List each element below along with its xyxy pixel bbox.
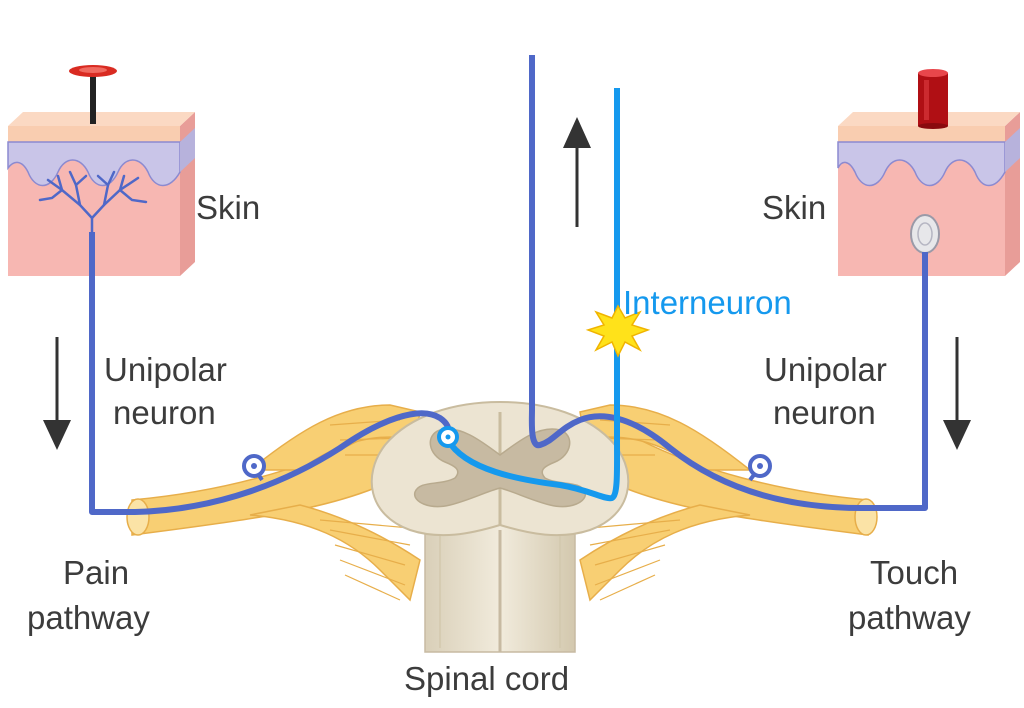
unipolar-left-label-line2: neuron — [113, 394, 216, 431]
arrow-down-left-icon — [43, 337, 71, 450]
interneuron — [445, 88, 621, 502]
arrow-down-right-icon — [943, 337, 971, 450]
arrow-up-icon — [563, 117, 591, 227]
touch-neuron-cell-body-icon — [748, 454, 772, 478]
interneuron-cell-body-icon — [437, 426, 459, 448]
unipolar-right-label-line2: neuron — [773, 394, 876, 431]
touch-receptor-icon — [910, 214, 940, 254]
free-nerve-ending-icon — [38, 170, 148, 234]
skin-right-label: Skin — [762, 189, 826, 226]
spinal-cord — [370, 400, 630, 653]
left-skin-block — [7, 112, 195, 276]
unipolar-left-label-line1: Unipolar — [104, 351, 227, 388]
touch-pathway-label-line1: Touch — [870, 554, 958, 591]
pin-icon — [69, 65, 117, 124]
right-skin-block — [837, 112, 1020, 276]
spark-icon — [585, 304, 651, 358]
spinal-cord-label: Spinal cord — [404, 660, 569, 697]
touch-pathway-label-line2: pathway — [848, 599, 971, 636]
pain-pathway-label-line2: pathway — [27, 599, 150, 636]
pain-pathway-label-line1: Pain — [63, 554, 129, 591]
interneuron-label: Interneuron — [623, 284, 792, 321]
pain-neuron-cell-body-icon — [242, 454, 266, 478]
pressure-cylinder-icon — [918, 69, 948, 129]
unipolar-right-label-line1: Unipolar — [764, 351, 887, 388]
skin-left-label: Skin — [196, 189, 260, 226]
